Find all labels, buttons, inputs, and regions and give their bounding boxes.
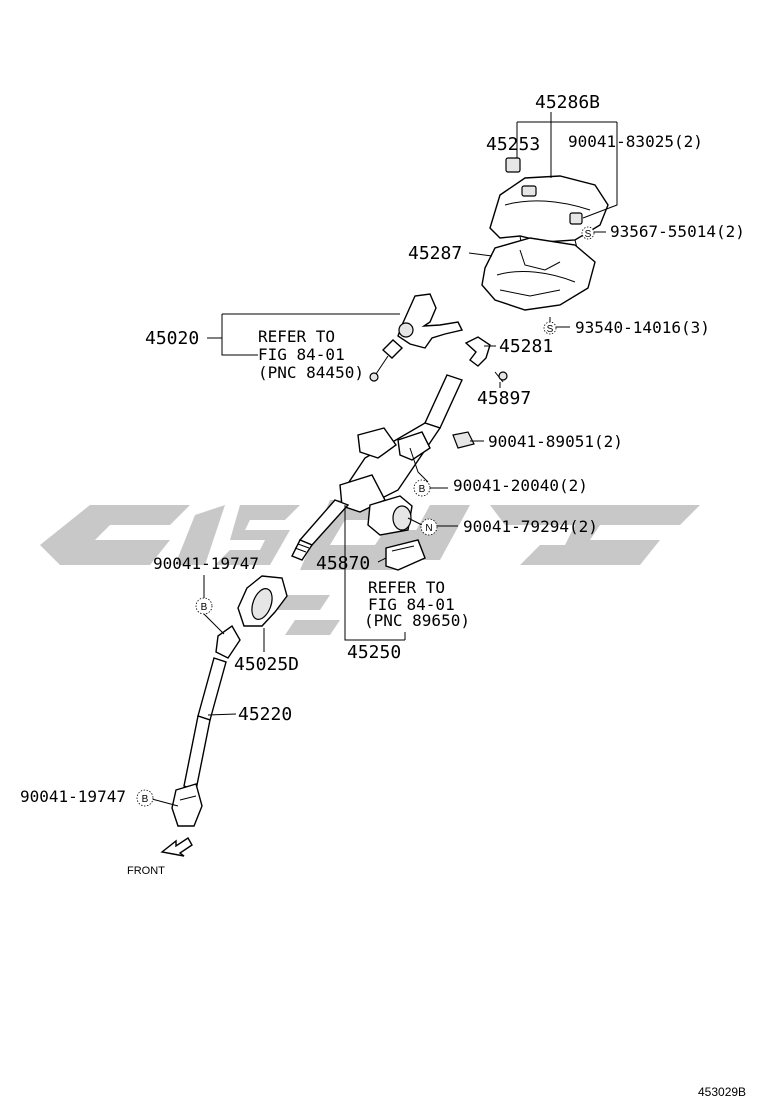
screw-90041-83025 <box>569 212 583 225</box>
marker-b-1: B <box>413 479 431 497</box>
bracket-45281 <box>464 336 491 367</box>
refer-note-1: REFER TO FIG 84-01 (PNC 84450) <box>258 327 364 382</box>
label-90041-79294: 90041-79294(2) <box>463 517 598 536</box>
label-90041-19747-top: 90041-19747 <box>153 554 259 573</box>
label-90041-89051: 90041-89051(2) <box>488 432 623 451</box>
svg-text:FIG 84-01: FIG 84-01 <box>258 345 345 364</box>
svg-text:S: S <box>585 229 592 240</box>
marker-s-2: S <box>543 321 557 335</box>
label-90041-20040: 90041-20040(2) <box>453 476 588 495</box>
svg-text:REFER TO: REFER TO <box>258 327 335 346</box>
label-45286B: 45286B <box>535 92 600 113</box>
label-90041-19747-bottom: 90041-19747 <box>20 787 126 806</box>
label-90041-83025: 90041-83025(2) <box>568 132 703 151</box>
svg-text:(PNC 89650): (PNC 89650) <box>364 611 470 630</box>
boot-45025D <box>237 575 288 627</box>
clip-90041-89051 <box>452 431 475 449</box>
label-45281: 45281 <box>499 336 553 357</box>
label-93567-55014: 93567-55014(2) <box>610 222 745 241</box>
marker-s-1: S <box>581 226 595 240</box>
column-cover-upper <box>489 175 609 253</box>
intermediate-shaft <box>171 624 241 827</box>
svg-text:B: B <box>142 794 149 805</box>
figure-id: 453029B <box>698 1085 746 1099</box>
marker-n: N <box>420 518 438 536</box>
label-93540-14016: 93540-14016(3) <box>575 318 710 337</box>
label-45220: 45220 <box>238 704 292 725</box>
label-45025D: 45025D <box>234 654 299 675</box>
marker-b-3: B <box>136 789 154 807</box>
svg-text:FIG 84-01: FIG 84-01 <box>368 595 455 614</box>
label-45870: 45870 <box>316 553 370 574</box>
leader-lines <box>151 112 618 807</box>
bolt-45897 <box>494 371 508 383</box>
svg-text:B: B <box>201 602 208 613</box>
refer-note-2: REFER TO FIG 84-01 (PNC 89650) <box>364 578 470 630</box>
svg-text:(PNC 84450): (PNC 84450) <box>258 363 364 382</box>
label-45020: 45020 <box>145 328 199 349</box>
ecu-45870 <box>385 539 426 571</box>
column-cover-lower <box>481 237 596 311</box>
steering-column <box>291 374 463 561</box>
front-arrow-icon <box>160 837 193 857</box>
label-45897: 45897 <box>477 388 531 409</box>
svg-text:S: S <box>547 324 554 335</box>
label-45250: 45250 <box>347 642 401 663</box>
svg-text:REFER TO: REFER TO <box>368 578 445 597</box>
switch-assembly <box>369 293 464 382</box>
label-45253: 45253 <box>486 134 540 155</box>
svg-text:N: N <box>425 523 432 534</box>
front-label: FRONT <box>127 865 165 877</box>
marker-b-2: B <box>195 597 213 615</box>
label-45287: 45287 <box>408 243 462 264</box>
svg-text:B: B <box>419 484 426 495</box>
clip-45253 <box>505 157 521 173</box>
